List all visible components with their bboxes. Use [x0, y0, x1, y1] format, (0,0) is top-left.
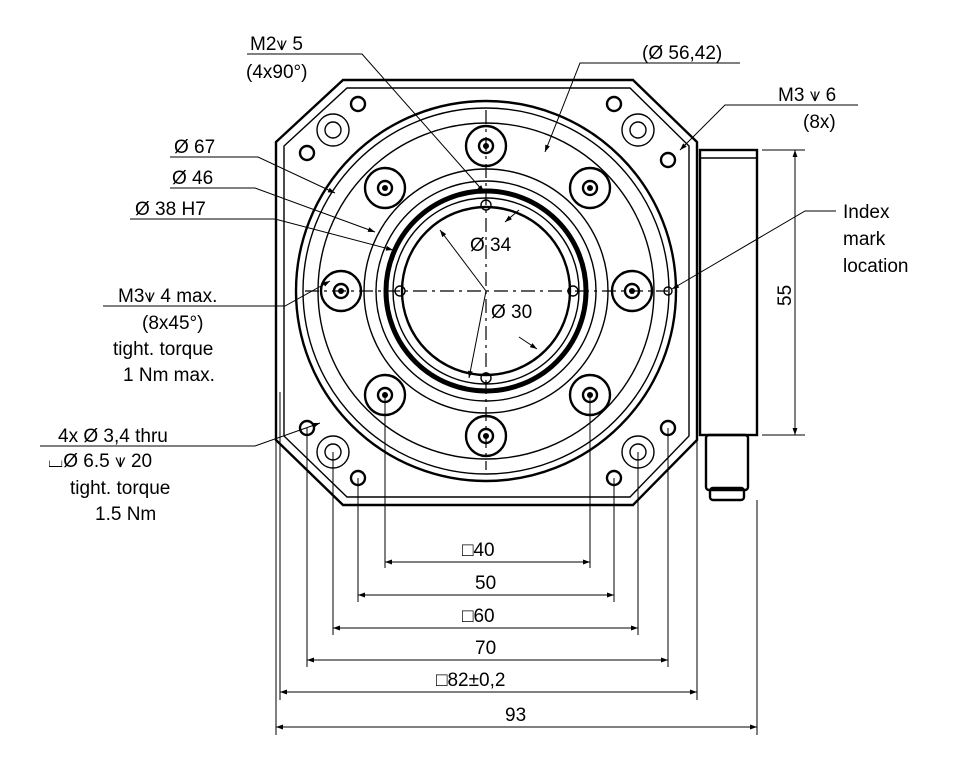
callout-m3-6-line1: M3 ⩛ 6: [778, 85, 836, 106]
dim-55: 55: [775, 285, 796, 306]
flange: [294, 99, 678, 483]
extension-lines: [275, 149, 805, 735]
dim-sq60: □60: [462, 606, 495, 627]
callout-thru-line4: 1.5 Nm: [95, 504, 156, 525]
leader-lines: [40, 53, 858, 447]
callout-m3-4-line3: tight. torque: [113, 339, 213, 360]
dim-93: 93: [505, 705, 526, 726]
callout-d38: Ø 38 H7: [135, 199, 206, 220]
callout-index-line2: mark: [843, 229, 886, 250]
callout-d34: Ø 34: [470, 235, 512, 256]
dim-70: 70: [475, 638, 496, 659]
index-mark: [663, 286, 673, 296]
callout-m2-line1: M2⩛ 5: [250, 34, 303, 55]
callout-m3-4-line4: 1 Nm max.: [123, 365, 215, 386]
callout-thru-line3: tight. torque: [70, 478, 170, 499]
side-module: [698, 148, 759, 502]
dim-sq82: □82±0,2: [436, 670, 505, 691]
callout-thru-line1: 4x Ø 3,4 thru: [58, 426, 168, 447]
callout-m3-6-line2: (8x): [803, 112, 836, 133]
dimension-lines: [276, 150, 798, 730]
callout-m2-line2: (4x90°): [246, 62, 307, 83]
dim-50: 50: [475, 573, 496, 594]
callout-d46: Ø 46: [172, 168, 213, 189]
callout-thru-line2: ⌴Ø 6.5 ⩛ 20: [48, 451, 152, 472]
callout-d67: Ø 67: [174, 137, 215, 158]
callout-index-line1: Index: [843, 202, 890, 223]
callout-m3-4-line1: M3⩛ 4 max.: [118, 286, 217, 307]
callout-d5642: (Ø 56,42): [642, 43, 722, 64]
dim-sq40: □40: [462, 540, 495, 561]
callout-m3-4-line2: (8x45°): [142, 313, 203, 334]
callout-index-line3: location: [843, 256, 909, 277]
housing-outline: [274, 78, 699, 507]
callout-d30: Ø 30: [491, 302, 532, 323]
